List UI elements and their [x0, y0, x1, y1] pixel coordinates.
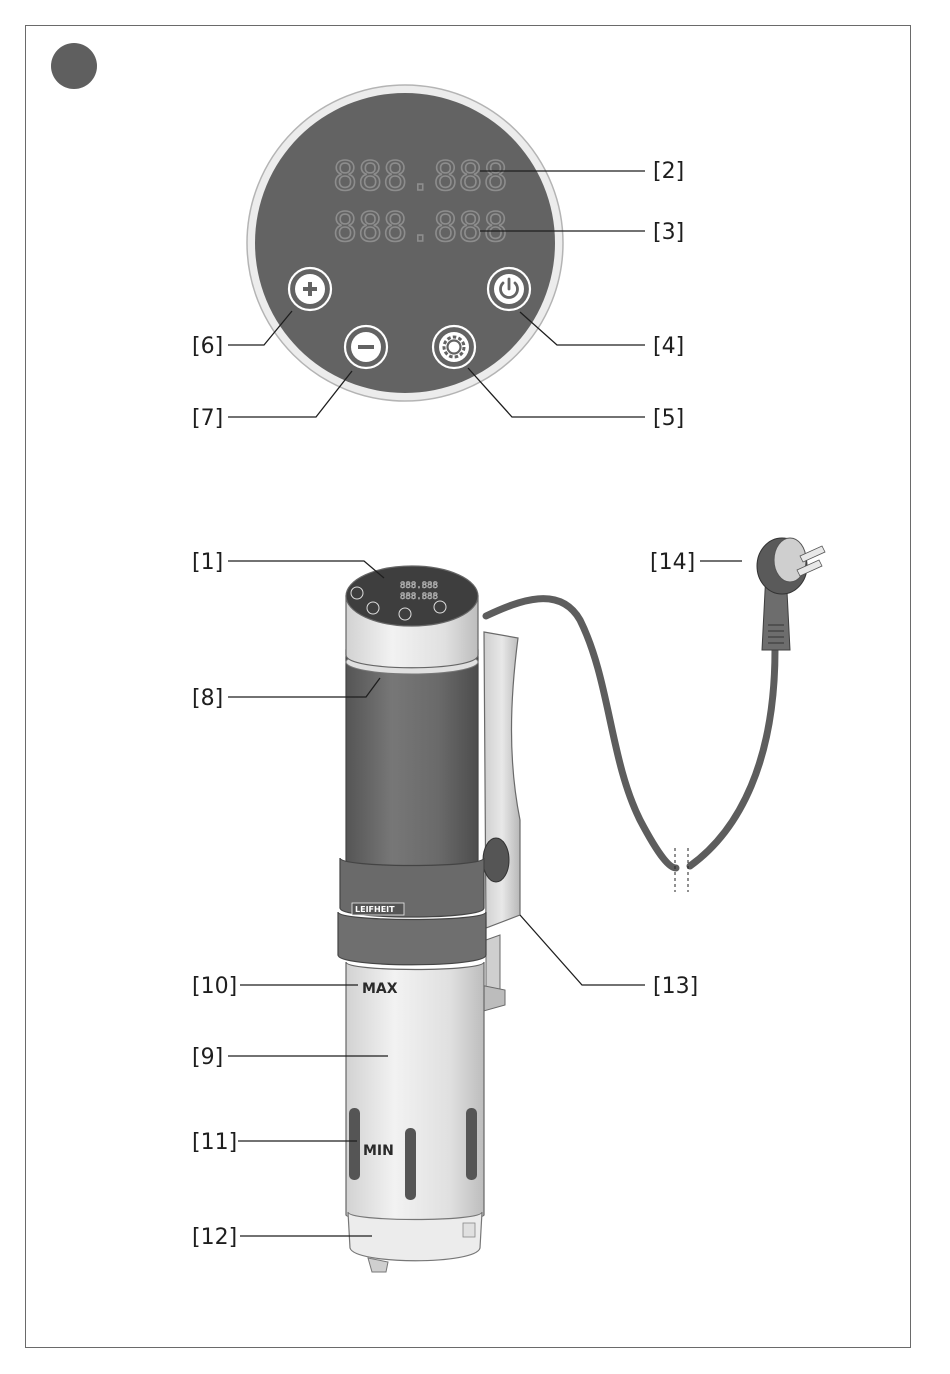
brand-label: LEIFHEIT [355, 905, 395, 914]
sleeve-slot [466, 1108, 477, 1180]
callout-13: [13] [653, 974, 698, 999]
sleeve-slot [349, 1108, 360, 1180]
callout-2: [2] [653, 159, 684, 184]
callout-4: [4] [653, 334, 684, 359]
callout-8: [8] [192, 686, 223, 711]
mini-display-top: 888.888 [400, 581, 438, 591]
callout-5: [5] [653, 406, 684, 431]
power-cable-end [690, 650, 775, 866]
callout-14: [14] [650, 550, 695, 575]
callout-3: [3] [653, 220, 684, 245]
sleeve-slot [405, 1128, 416, 1200]
power-button[interactable] [488, 268, 530, 310]
callout-1: [1] [192, 550, 223, 575]
display-bottom: 888.888 [333, 205, 509, 251]
plus-button[interactable] [289, 268, 331, 310]
upper-housing [346, 650, 478, 869]
display-top: 888.888 [333, 154, 509, 200]
section-marker [51, 43, 97, 89]
collar-lower [338, 912, 486, 965]
power-plug [757, 538, 825, 650]
sous-vide-device: 888.888 888.888 LEIFHEIT MAX MIN [338, 538, 825, 1272]
settings-button[interactable] [433, 326, 475, 368]
callout-7: [7] [192, 406, 223, 431]
minus-button[interactable] [345, 326, 387, 368]
callout-10: [10] [192, 974, 237, 999]
callout-9: [9] [192, 1045, 223, 1070]
callout-12: [12] [192, 1225, 237, 1250]
base-foot [368, 1258, 388, 1272]
callout-6: [6] [192, 334, 223, 359]
min-mark: MIN [363, 1143, 394, 1159]
mini-display-bottom: 888.888 [400, 592, 438, 602]
max-mark: MAX [362, 981, 398, 997]
control-panel: 888.888 888.888 [247, 85, 563, 401]
callout-11: [11] [192, 1130, 237, 1155]
